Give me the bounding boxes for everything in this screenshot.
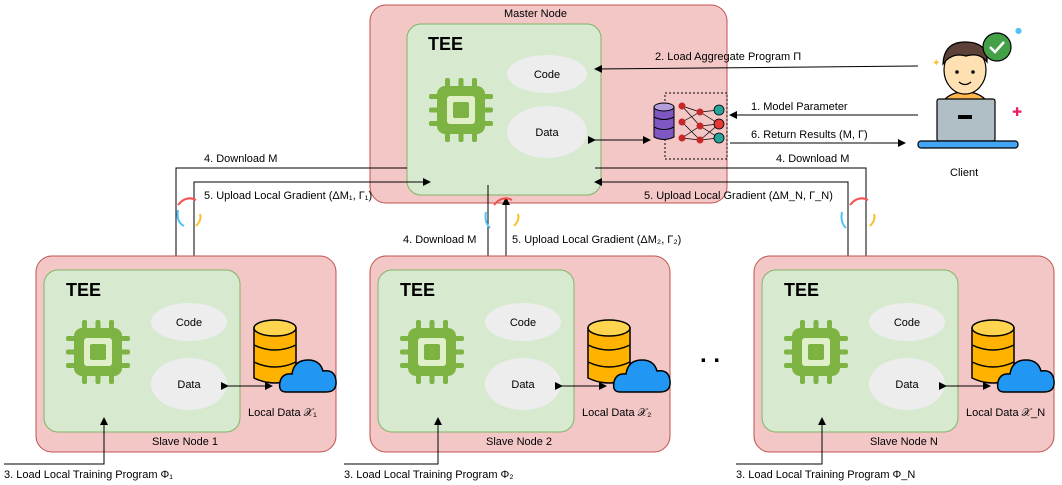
slave-code-ellipse xyxy=(485,303,561,341)
sync-icon xyxy=(484,197,520,229)
slave-tee-label: TEE xyxy=(784,280,819,300)
label-upload-n: 5. Upload Local Gradient (ΔM_N, Γ_N) xyxy=(644,190,833,202)
master-node-title: Master Node xyxy=(504,8,567,20)
load-program-label: 3. Load Local Training Program Φ_N xyxy=(736,469,915,481)
master-data-label: Data xyxy=(535,127,559,139)
svg-text:✦: ✦ xyxy=(932,58,940,69)
label-model-parameter: 1. Model Parameter xyxy=(751,101,848,113)
slave-tee-label: TEE xyxy=(66,280,101,300)
sync-icon xyxy=(176,197,202,227)
sync-icon xyxy=(840,197,876,229)
slave-data-ellipse xyxy=(151,358,227,410)
label-upload-2: 5. Upload Local Gradient (ΔM₂, Γ₂) xyxy=(512,234,681,246)
slave-code-label: Code xyxy=(894,317,920,329)
slave-data-label: Data xyxy=(511,379,535,391)
label-download-1: 4. Download M xyxy=(204,153,277,165)
ellipsis-more-nodes: . . xyxy=(700,341,720,368)
slave-tee-label: TEE xyxy=(400,280,435,300)
slave-node-title: Slave Node N xyxy=(870,436,938,448)
label-load-aggregate: 2. Load Aggregate Program Π xyxy=(655,51,801,63)
load-program-label: 3. Load Local Training Program Φ₁ xyxy=(4,469,173,481)
slave-data-ellipse xyxy=(485,358,561,410)
load-program-label: 3. Load Local Training Program Φ₂ xyxy=(344,469,514,481)
svg-text:✚: ✚ xyxy=(1012,105,1022,119)
label-download-2: 4. Download M xyxy=(403,234,476,246)
slave-node-title: Slave Node 2 xyxy=(486,436,552,448)
svg-text:●: ● xyxy=(1015,26,1022,35)
master-node: Master Node TEE Code Data xyxy=(369,4,728,204)
label-upload-1: 5. Upload Local Gradient (ΔM₁, Γ₁) xyxy=(204,190,372,202)
load-program-arrow xyxy=(4,417,108,465)
label-download-n: 4. Download M xyxy=(776,153,849,165)
master-tee-label: TEE xyxy=(428,34,463,54)
slave-code-label: Code xyxy=(510,317,536,329)
slave-code-ellipse xyxy=(869,303,945,341)
master-code-label: Code xyxy=(534,69,560,81)
client-user-icon: ✦ ✚ ● xyxy=(917,26,1022,149)
load-program-arrow xyxy=(344,417,442,465)
aggregator-network-icon xyxy=(653,92,728,160)
master-slave-arrows xyxy=(172,167,870,273)
database-icon xyxy=(653,102,675,140)
check-badge-icon xyxy=(982,32,1012,62)
local-data-label: Local Data 𝒳_N xyxy=(966,407,1045,419)
slave-code-ellipse xyxy=(151,303,227,341)
slave-code-label: Code xyxy=(176,317,202,329)
slave-data-label: Data xyxy=(895,379,919,391)
local-data-label: Local Data 𝒳₂ xyxy=(582,407,651,419)
load-program-arrow xyxy=(736,417,826,465)
slave-data-ellipse xyxy=(869,358,945,410)
slave-data-label: Data xyxy=(177,379,201,391)
master-data-ellipse xyxy=(507,106,587,158)
master-code-ellipse xyxy=(507,55,587,93)
slave-node-title: Slave Node 1 xyxy=(152,436,218,448)
label-return-results: 6. Return Results (M, Γ) xyxy=(751,129,868,141)
local-data-label: Local Data 𝒳₁ xyxy=(248,407,317,419)
master-client-arrows xyxy=(588,64,919,147)
client-label: Client xyxy=(950,167,978,179)
